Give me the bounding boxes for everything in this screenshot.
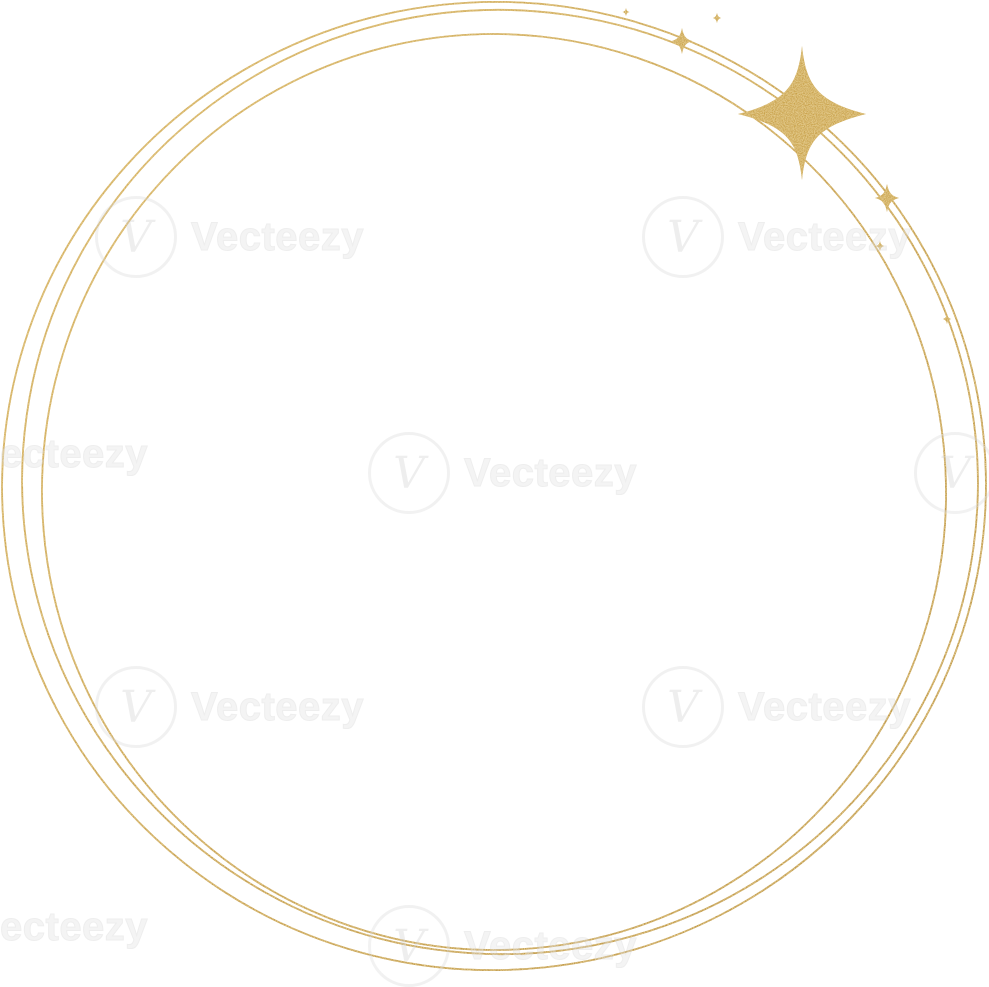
inner-ring	[41, 33, 947, 951]
small-sparkle-star	[672, 28, 692, 54]
tiny-sparkle-star	[876, 241, 884, 251]
tiny-sparkle-star	[622, 8, 630, 16]
small-sparkle-star	[875, 184, 899, 212]
tiny-sparkle-star	[713, 13, 721, 23]
tiny-sparkle-star	[943, 314, 951, 324]
large-sparkle-star	[738, 46, 866, 180]
